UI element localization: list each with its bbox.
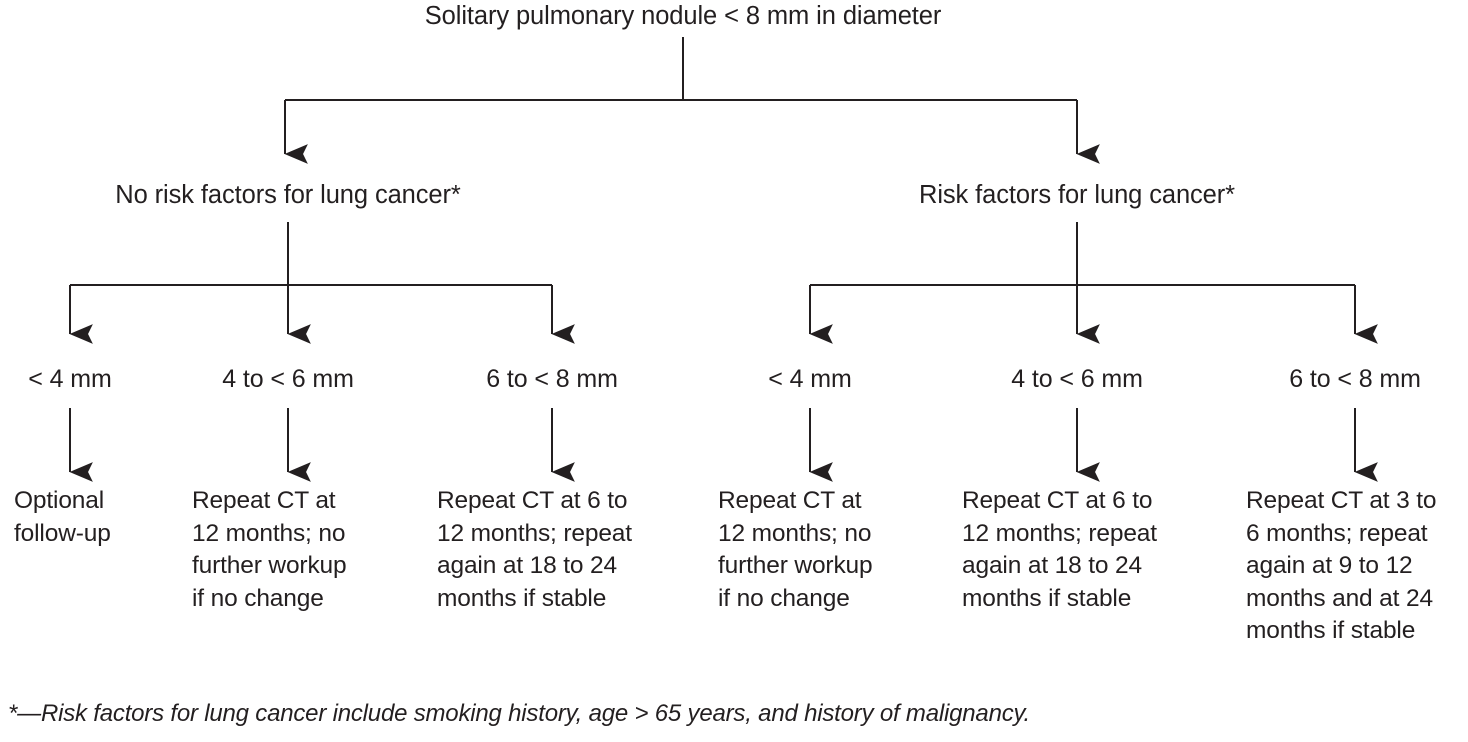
node-branch-risk-factors: Risk factors for lung cancer* [919, 181, 1235, 209]
node-recommendation-0: Optional follow-up [14, 485, 111, 550]
recommendation-line-3: months if stable [437, 584, 607, 612]
node-size-0: < 4 mm [28, 365, 112, 393]
recommendation-line-1: 12 months; no [718, 519, 872, 547]
recommendation-line-0: Repeat CT at [192, 487, 336, 514]
recommendation-line-3: if no change [718, 584, 850, 612]
recommendation-line-2: further workup [192, 552, 347, 579]
node-recommendation-5: Repeat CT at 3 to 6 months; repeat again a… [1246, 485, 1437, 648]
recommendation-line-0: Optional [14, 487, 105, 514]
recommendation-line-1: 12 months; repeat [962, 519, 1157, 547]
node-size-5: 6 to < 8 mm [1289, 365, 1421, 393]
recommendation-line-1: 12 months; repeat [437, 519, 632, 547]
recommendation-line-1: 12 months; no [192, 519, 346, 547]
recommendation-line-4: months if stable [1246, 617, 1416, 644]
recommendation-line-2: further workup [718, 552, 873, 579]
recommendation-line-2: again at 18 to 24 [437, 552, 617, 579]
node-root-title: Solitary pulmonary nodule < 8 mm in diam… [424, 2, 942, 30]
node-recommendation-3: Repeat CT at 12 months; no further workup i… [718, 485, 873, 615]
node-recommendation-4: Repeat CT at 6 to 12 months; repeat again … [962, 485, 1157, 615]
node-recommendation-1: Repeat CT at 12 months; no further workup i… [192, 485, 347, 615]
node-size-3: < 4 mm [768, 365, 852, 393]
footnote-risk-factors: *—Risk factors for lung cancer include s… [8, 700, 1030, 727]
recommendation-line-1: follow-up [14, 519, 111, 547]
recommendation-line-3: if no change [192, 584, 324, 612]
node-size-1: 4 to < 6 mm [222, 365, 354, 393]
node-size-4: 4 to < 6 mm [1011, 365, 1143, 393]
recommendation-line-0: Repeat CT at 3 to [1246, 487, 1437, 514]
recommendation-line-3: months if stable [962, 584, 1132, 612]
node-branch-no-risk-factors: No risk factors for lung cancer* [115, 181, 461, 209]
recommendation-line-2: again at 18 to 24 [962, 552, 1142, 579]
recommendation-line-0: Repeat CT at [718, 487, 862, 514]
recommendation-line-0: Repeat CT at 6 to [962, 487, 1153, 514]
recommendation-line-1: 6 months; repeat [1246, 519, 1428, 547]
recommendation-line-2: again at 9 to 12 [1246, 552, 1413, 579]
recommendation-line-0: Repeat CT at 6 to [437, 487, 628, 514]
node-recommendation-2: Repeat CT at 6 to 12 months; repeat again … [437, 485, 632, 615]
recommendation-line-3: months and at 24 [1246, 584, 1433, 612]
node-size-2: 6 to < 8 mm [486, 365, 618, 393]
